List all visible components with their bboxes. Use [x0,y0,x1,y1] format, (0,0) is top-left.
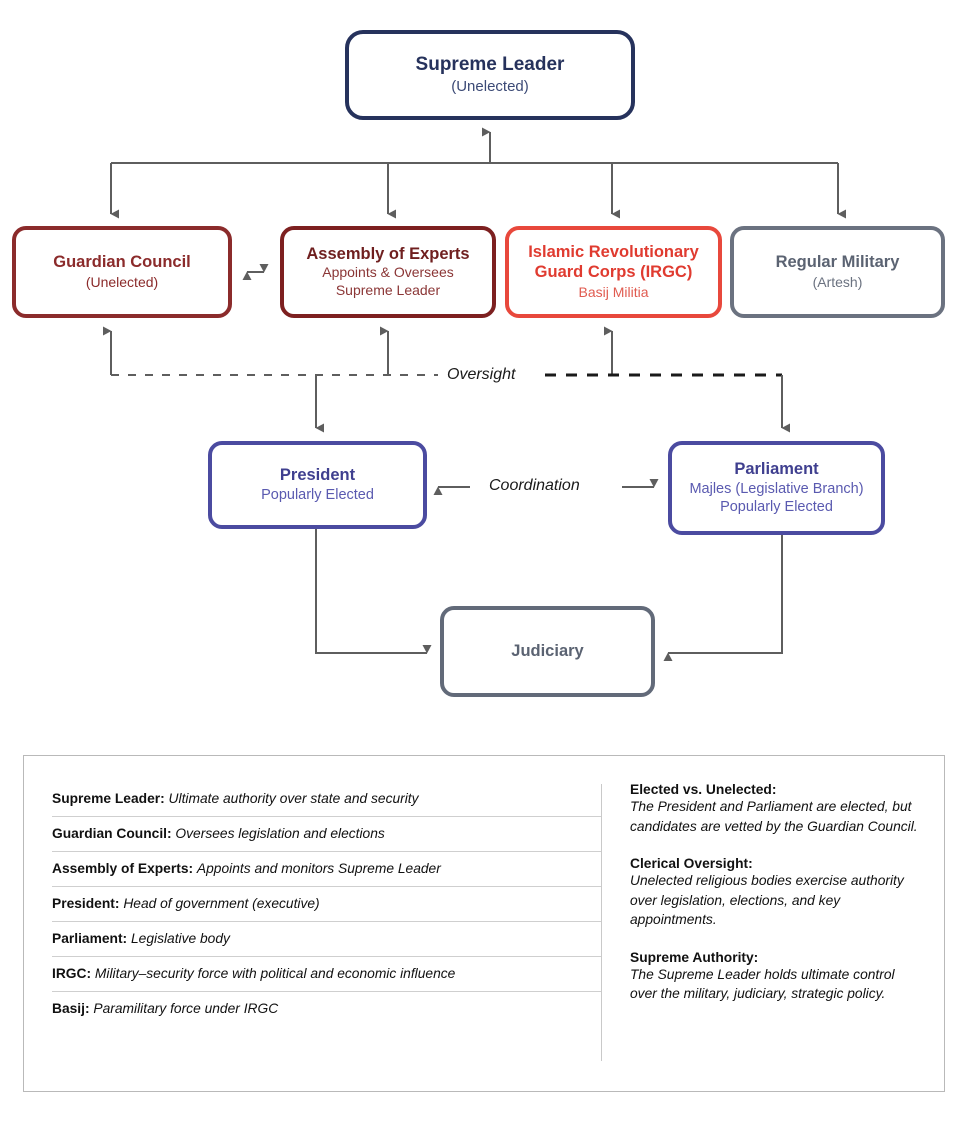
legend-note-body: The Supreme Leader holds ultimate contro… [630,966,895,1002]
node-subtitle: (Unelected) [451,78,529,96]
node-judiciary[interactable]: Judiciary [440,606,655,697]
legend-definition: Military–security force with political a… [94,966,456,981]
legend-term: Basij: [52,1001,94,1016]
node-regular-military[interactable]: Regular Military (Artesh) [730,226,945,318]
legend-definition: Legislative body [130,931,230,946]
legend-definition: Oversees legislation and elections [175,826,385,841]
node-supreme-leader[interactable]: Supreme Leader (Unelected) [345,30,635,120]
legend-note-block: Clerical Oversight:Unelected religious b… [630,856,924,930]
legend-definition: Paramilitary force under IRGC [93,1001,279,1016]
node-parliament[interactable]: Parliament Majles (Legislative Branch)Po… [668,441,885,535]
node-title: Supreme Leader [415,53,565,75]
legend-note-block: Supreme Authority:The Supreme Leader hol… [630,950,924,1004]
legend-notes-column: Elected vs. Unelected: The President and … [602,756,944,1091]
legend-glossary-row: President: Head of government (executive… [52,887,601,922]
legend-term: Parliament: [52,931,131,946]
legend-definition: Head of government (executive) [123,896,320,911]
legend-note-body: The President and Parliament are elected… [630,799,918,834]
node-guardian-council[interactable]: Guardian Council (Unelected) [12,226,232,318]
legend-note-title: Clerical Oversight: [630,856,753,872]
legend-panel: Supreme Leader: Ultimate authority over … [23,755,945,1092]
node-title: President [279,465,356,484]
legend-glossary-row: Basij: Paramilitary force under IRGC [52,992,601,1026]
legend-glossary-row: Guardian Council: Oversees legislation a… [52,817,601,852]
node-president[interactable]: President Popularly Elected [208,441,427,529]
node-title: Judiciary [511,641,584,660]
edge-label-oversight: Oversight [441,366,522,384]
legend-glossary-row: Supreme Leader: Ultimate authority over … [52,782,601,817]
legend-note-body: Unelected religious bodies exercise auth… [630,873,904,928]
node-subtitle: Popularly Elected [261,487,374,504]
node-title: Assembly of Experts [306,244,470,263]
legend-term: President: [52,896,124,911]
edge-parliament-to-judiciary [663,535,783,661]
node-title: Guardian Council [53,252,191,271]
legend-glossary-row: Assembly of Experts: Appoints and monito… [52,852,601,887]
legend-term: Guardian Council: [52,826,176,841]
node-subtitle: (Unelected) [85,274,159,291]
legend-term: Supreme Leader: [52,791,169,806]
legend-term: Assembly of Experts: [52,861,197,876]
legend-note-title: Supreme Authority: [630,949,759,965]
node-subtitle: Majles (Legislative Branch)Popularly Ele… [689,480,864,515]
legend-note-block: Elected vs. Unelected: The President and … [630,782,924,836]
node-title: Regular Military [775,252,900,271]
legend-definition: Ultimate authority over state and securi… [168,791,419,806]
legend-glossary-row: Parliament: Legislative body [52,922,601,957]
edge-label-coordination: Coordination [483,477,586,495]
legend-glossary-column: Supreme Leader: Ultimate authority over … [24,756,601,1091]
legend-glossary-row: IRGC: Military–security force with polit… [52,957,601,992]
legend-term: IRGC: [52,966,95,981]
legend-definition: Appoints and monitors Supreme Leader [196,861,441,876]
legend-note-title: Elected vs. Unelected: [630,782,777,797]
legend-divider [601,784,602,1061]
edge-president-to-judiciary [315,529,432,654]
node-title: Parliament [734,460,819,479]
node-subtitle: Basij Militia [578,284,649,301]
node-subtitle: (Artesh) [812,274,863,291]
